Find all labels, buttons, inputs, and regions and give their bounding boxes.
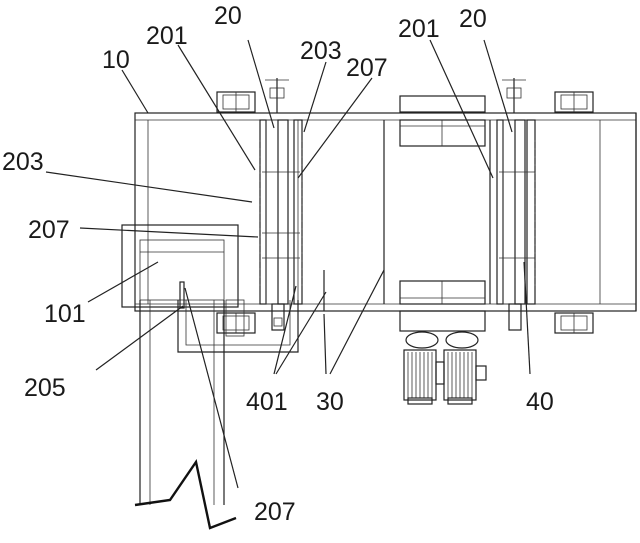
label-401: 401 [246,388,288,416]
right-roller [599,113,637,311]
label-205: 205 [24,374,66,402]
label-207-top: 207 [346,54,388,82]
hopper-assembly [121,224,299,530]
label-207-bottom: 207 [254,498,296,526]
label-10: 10 [102,46,130,74]
label-40: 40 [526,388,554,416]
motor-fins [407,352,473,398]
label-207-left: 207 [28,216,70,244]
label-201-left: 201 [146,22,188,50]
reference-labels: 10 201 20 203 207 201 20 203 207 101 205… [2,2,554,526]
main-frame [134,112,637,312]
label-20-right: 20 [459,5,487,33]
motor-assembly [399,310,487,405]
right-adjusting-assembly [496,78,536,331]
label-201-right: 201 [398,15,440,43]
label-101: 101 [44,300,86,328]
top-mounting-blocks [216,91,594,113]
bottom-mounting-blocks [216,312,594,334]
middle-section [323,119,491,311]
label-203-left: 203 [2,148,44,176]
leader-lines [45,39,531,489]
left-adjusting-assembly [259,78,303,331]
label-30: 30 [316,388,344,416]
label-203-top: 203 [300,37,342,65]
label-20-left: 20 [214,2,242,30]
